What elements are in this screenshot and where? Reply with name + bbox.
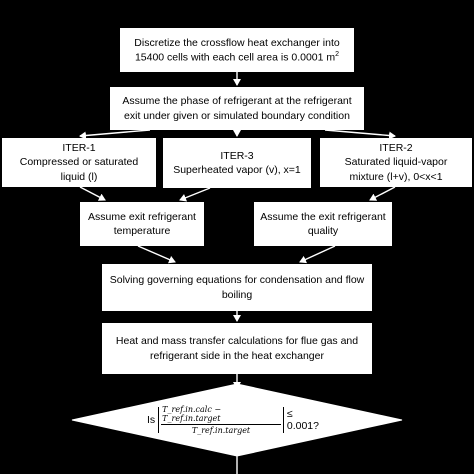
arrow-iter1-to-temp: [79, 186, 106, 201]
assume-phase-box: Assume the phase of refrigerant at the r…: [110, 87, 364, 130]
discretize-box: Discretize the crossflow heat exchanger …: [120, 28, 354, 72]
iter1-box: ITER-1 Compressed or saturated liquid (l…: [2, 138, 156, 187]
assume-phase-line-1: Assume the phase of refrigerant at the r…: [122, 95, 352, 108]
heat-mass-transfer-box: Heat and mass transfer calculations for …: [102, 323, 372, 374]
fraction-numerator: T_ref.in.calc − T_ref.in.target: [161, 405, 281, 425]
iter2-line-3: mixture (l+v), 0<x<1: [349, 170, 443, 183]
iter3-box: ITER-3 Superheated vapor (v), x=1: [163, 138, 311, 188]
iter3-title: ITER-3: [220, 149, 254, 162]
iter3-line-2: Superheated vapor (v), x=1: [173, 164, 301, 176]
solving-line-1: Solving governing equations for condensa…: [109, 274, 365, 287]
decision-suffix: ≤ 0.001?: [286, 408, 319, 432]
arrow-temp-to-solving: [137, 245, 176, 264]
arrow-phase-to-iter2: [324, 129, 396, 140]
arrow-iter2-to-quality: [369, 186, 396, 201]
solving-equations-box: Solving governing equations for condensa…: [102, 264, 372, 311]
discretize-line-2-text: 15400 cells with each cell area is 0.000…: [134, 51, 336, 64]
iter2-title: ITER-2: [379, 142, 413, 155]
unit-superscript: 2: [335, 50, 340, 58]
arrow-phase-to-iter1: [79, 129, 151, 140]
iter1-line-2: Compressed or saturated: [19, 156, 139, 169]
arrow-iter3-to-temp: [179, 187, 211, 202]
heat-mass-line-2: refrigerant side in the heat exchanger: [150, 349, 324, 362]
solving-line-2: boiling: [221, 288, 253, 301]
fraction-denominator: T_ref.in.target: [191, 426, 251, 435]
assume-temperature-box: Assume exit refrigerant temperature: [80, 202, 204, 246]
arrow-quality-to-solving: [299, 245, 336, 264]
relative-error-fraction: T_ref.in.calc − T_ref.in.target T_ref.in…: [161, 405, 281, 435]
discretize-line-2: 15400 cells with each cell area is 0.000…: [134, 50, 339, 65]
assume-quality-line-1: Assume the exit refrigerant: [260, 210, 386, 223]
iter1-line-3: liquid (l): [60, 170, 98, 183]
heat-mass-line-1: Heat and mass transfer calculations for …: [115, 335, 359, 348]
absolute-value: T_ref.in.calc − T_ref.in.target T_ref.in…: [158, 405, 284, 435]
assume-quality-box: Assume the exit refrigerant quality: [254, 202, 392, 246]
assume-temperature-line-1: Assume exit refrigerant: [88, 210, 196, 223]
iter2-line-2: Saturated liquid-vapor: [344, 156, 448, 169]
assume-phase-line-2: exit under given or simulated boundary c…: [124, 109, 350, 122]
discretize-line-1: Discretize the crossflow heat exchanger …: [134, 36, 340, 49]
convergence-check: Is T_ref.in.calc − T_ref.in.target T_ref…: [147, 395, 327, 445]
assume-quality-line-2: quality: [307, 225, 339, 237]
decision-diamond: [71, 383, 403, 457]
assume-temperature-line-2: temperature: [113, 225, 171, 237]
iter2-box: ITER-2 Saturated liquid-vapor mixture (l…: [320, 138, 472, 187]
decision-prefix: Is: [147, 414, 156, 426]
iter1-title: ITER-1: [62, 142, 96, 155]
